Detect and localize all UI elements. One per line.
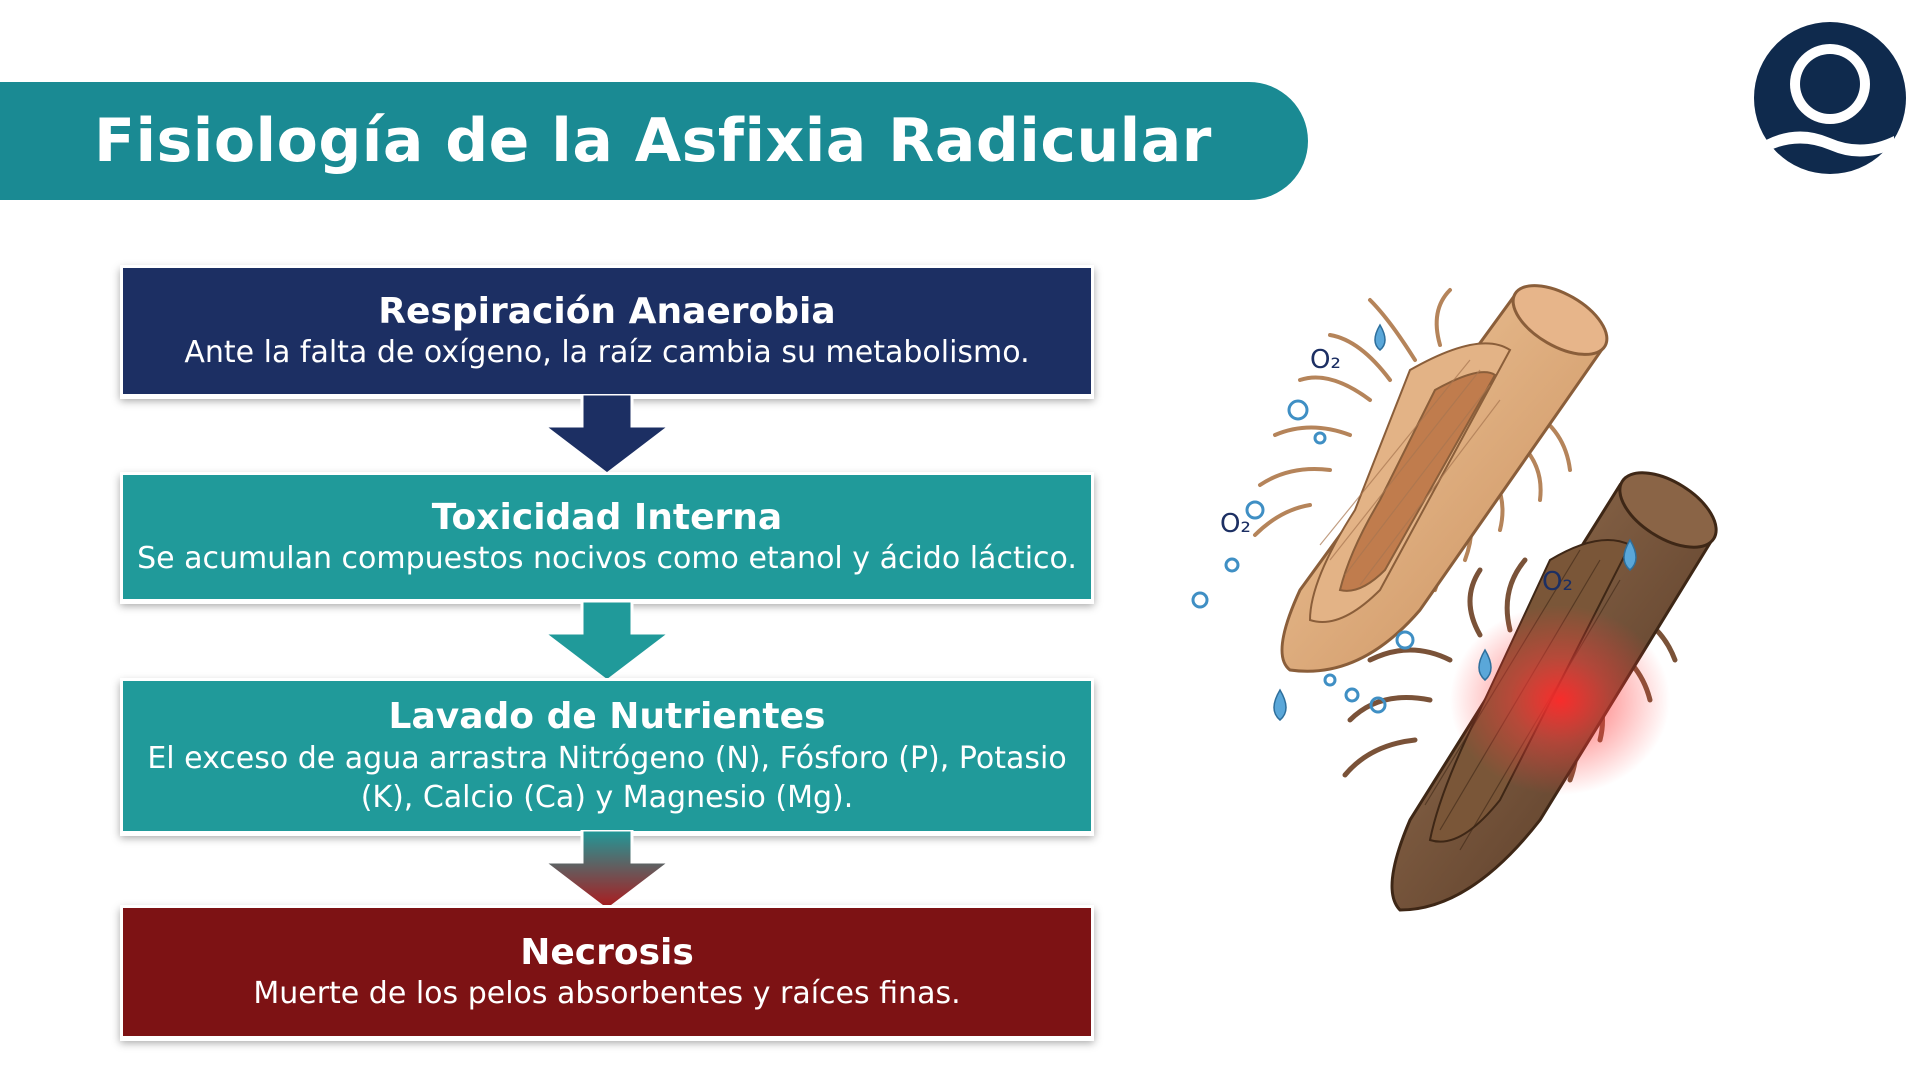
step-internal-toxicity: Toxicidad Interna Se acumulan compuestos… [120, 472, 1094, 602]
oxygen-label: O₂ [1220, 509, 1251, 539]
water-drop-icon [1374, 323, 1386, 351]
step-title: Respiración Anaerobia [378, 290, 836, 332]
process-flow: Respiración Anaerobia Ante la falta de o… [120, 265, 1094, 1039]
step-description: Muerte de los pelos absorbentes y raíces… [253, 976, 961, 1012]
step-nutrient-leaching: Lavado de Nutrientes El exceso de agua a… [120, 678, 1094, 834]
step-anaerobic-respiration: Respiración Anaerobia Ante la falta de o… [120, 265, 1094, 397]
water-drop-icon [1623, 538, 1637, 571]
step-description: El exceso de agua arrastra Nitrógeno (N)… [147, 740, 1067, 815]
necrosis-glow [1450, 605, 1670, 795]
water-drop-icon [1273, 688, 1287, 721]
down-arrow-icon [540, 601, 674, 683]
page-title: Fisiología de la Asfixia Radicular [94, 106, 1212, 176]
step-necrosis: Necrosis Muerte de los pelos absorbentes… [120, 905, 1094, 1039]
down-arrow-icon [540, 394, 674, 476]
oxygen-label: O₂ [1310, 345, 1341, 375]
step-description: Ante la falta de oxígeno, la raíz cambia… [184, 335, 1030, 371]
water-drops [1273, 323, 1637, 721]
necrotic-root [1390, 471, 1718, 912]
step-title: Toxicidad Interna [431, 496, 783, 538]
water-drop-icon [1478, 648, 1492, 681]
step-title: Lavado de Nutrientes [388, 696, 826, 738]
oxygen-label: O₂ [1542, 567, 1573, 597]
brand-logo-icon [1754, 22, 1906, 174]
step-title: Necrosis [520, 931, 694, 973]
healthy-root [1280, 284, 1609, 673]
bubbles [1191, 399, 1415, 714]
root-asphyxia-illustration: O₂ O₂ O₂ [1191, 284, 1718, 912]
title-banner: Fisiología de la Asfixia Radicular [0, 82, 1308, 200]
step-description: Se acumulan compuestos nocivos como etan… [137, 541, 1077, 577]
down-arrow-icon [540, 830, 674, 912]
